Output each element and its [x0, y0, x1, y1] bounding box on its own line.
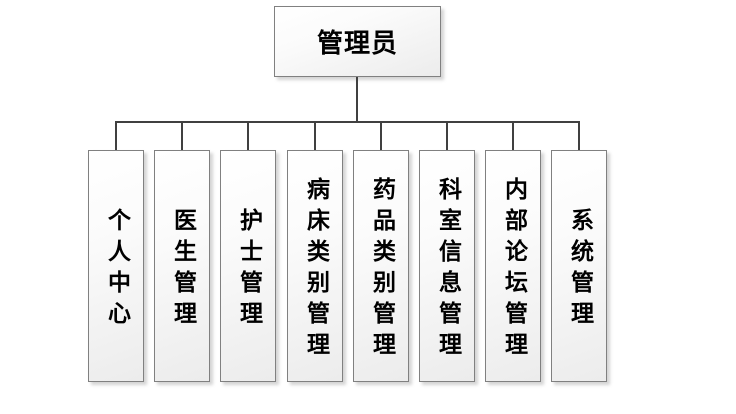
org-node-label: 系统管理: [566, 208, 593, 332]
org-node-label: 个人中心: [103, 208, 130, 332]
connector-drop: [115, 121, 117, 150]
connector-drop: [578, 121, 580, 150]
connector-drop: [512, 121, 514, 150]
org-node-department-info-management: 科室信息管理: [419, 150, 475, 382]
org-node-label: 管理员: [316, 29, 398, 59]
org-node-label: 医生管理: [169, 208, 196, 332]
connector-stem: [356, 77, 358, 123]
org-node-personal-center: 个人中心: [88, 150, 144, 382]
connector-drop: [380, 121, 382, 150]
org-node-root-admin: 管理员: [274, 6, 441, 77]
connector-drop: [247, 121, 249, 150]
connector-drop: [446, 121, 448, 150]
org-node-system-management: 系统管理: [551, 150, 607, 382]
org-node-drug-category-management: 药品类别管理: [353, 150, 409, 382]
connector-drop: [181, 121, 183, 150]
connector-drop: [314, 121, 316, 150]
org-node-label: 病床类别管理: [302, 177, 329, 363]
org-node-label: 护士管理: [235, 208, 262, 332]
org-node-internal-forum-management: 内部论坛管理: [485, 150, 541, 382]
org-node-label: 科室信息管理: [434, 177, 461, 363]
org-node-label: 内部论坛管理: [500, 177, 527, 363]
org-node-bed-category-management: 病床类别管理: [287, 150, 343, 382]
org-node-label: 药品类别管理: [368, 177, 395, 363]
org-node-doctor-management: 医生管理: [154, 150, 210, 382]
org-node-nurse-management: 护士管理: [220, 150, 276, 382]
connector-horizontal-rail: [115, 121, 580, 123]
